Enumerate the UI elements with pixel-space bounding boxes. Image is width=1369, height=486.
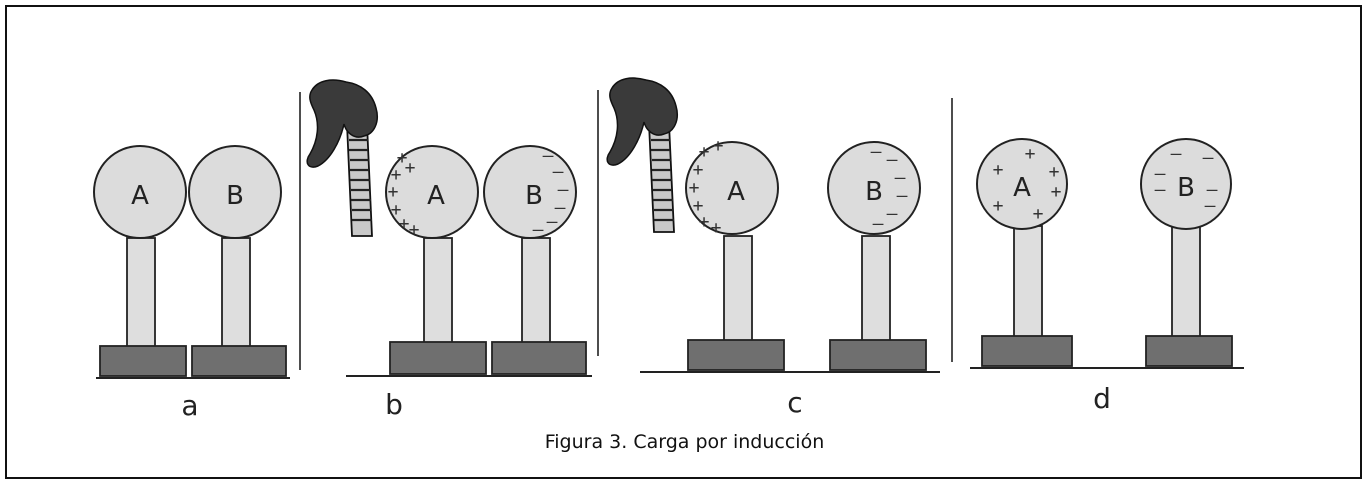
- base-a: [981, 335, 1073, 367]
- electroscope-a-post: [1013, 225, 1043, 339]
- electroscope-b-post: [861, 235, 891, 343]
- svg-text:–: –: [1155, 180, 1166, 201]
- panel-label-a: a: [181, 389, 198, 422]
- sphere-b: [1140, 138, 1232, 230]
- svg-text:–: –: [1203, 148, 1214, 169]
- svg-text:–: –: [895, 168, 906, 189]
- svg-text:+: +: [397, 148, 408, 169]
- electroscope-b-post: [521, 237, 551, 349]
- svg-text:+: +: [405, 158, 416, 179]
- base-b: [1145, 335, 1233, 367]
- panel-b: A B + + + + + + + – – – – – – b: [306, 79, 592, 421]
- svg-text:–: –: [887, 150, 898, 171]
- sphere-a: [385, 145, 479, 239]
- sphere-a-letter: A: [427, 181, 445, 211]
- svg-text:+: +: [1033, 204, 1044, 225]
- sphere-a: [93, 145, 187, 239]
- positive-charges: + + + + + + +: [388, 148, 420, 241]
- sphere-b-letter: B: [226, 181, 244, 211]
- svg-text:–: –: [543, 146, 554, 167]
- base-a: [389, 341, 487, 375]
- base-b: [829, 339, 927, 371]
- electroscope-a-post: [423, 237, 453, 349]
- electroscope-b-post: [221, 237, 251, 349]
- svg-text:–: –: [558, 180, 569, 201]
- svg-text:+: +: [711, 218, 722, 239]
- electroscope-a-post: [126, 237, 156, 349]
- svg-text:+: +: [699, 212, 710, 233]
- panel-c: A B + + + + + + + – – – – – – c: [606, 77, 940, 419]
- panel-a: A B a: [93, 145, 290, 422]
- electroscope-b-post: [1171, 225, 1201, 339]
- negative-charges: – – – – – –: [871, 142, 908, 235]
- base-b: [491, 341, 587, 375]
- svg-text:–: –: [871, 142, 882, 163]
- svg-text:–: –: [533, 220, 544, 241]
- hand-icon: [606, 77, 678, 166]
- svg-text:–: –: [873, 214, 884, 235]
- sphere-a-letter: A: [1013, 173, 1031, 203]
- hand-icon: [306, 79, 378, 168]
- svg-text:–: –: [555, 198, 566, 219]
- svg-text:–: –: [897, 186, 908, 207]
- sphere-b: [483, 145, 577, 239]
- svg-text:+: +: [689, 178, 700, 199]
- negative-charges: – – – – – –: [1155, 144, 1218, 217]
- svg-text:+: +: [1051, 182, 1062, 203]
- sphere-b-letter: B: [865, 177, 883, 207]
- positive-charges: + + + + + + +: [689, 136, 724, 239]
- base-a: [99, 345, 187, 377]
- electroscope-a-post: [723, 235, 753, 343]
- svg-text:+: +: [409, 220, 420, 241]
- svg-text:–: –: [553, 162, 564, 183]
- negative-charges: – – – – – –: [533, 146, 569, 241]
- svg-text:+: +: [693, 160, 704, 181]
- svg-text:+: +: [713, 136, 724, 157]
- sphere-a-letter: A: [727, 177, 745, 207]
- sphere-b: [188, 145, 282, 239]
- panel-d: A B + + + + + + – – – – – – d: [970, 138, 1244, 415]
- sphere-a-letter: A: [131, 181, 149, 211]
- svg-text:+: +: [391, 165, 402, 186]
- panel-label-d: d: [1093, 382, 1111, 415]
- svg-text:–: –: [887, 204, 898, 225]
- svg-text:+: +: [399, 214, 410, 235]
- svg-text:+: +: [1025, 144, 1036, 165]
- svg-text:+: +: [391, 200, 402, 221]
- sphere-b-letter: B: [1177, 173, 1195, 203]
- svg-text:+: +: [388, 182, 399, 203]
- base-b: [191, 345, 287, 377]
- svg-text:–: –: [547, 212, 558, 233]
- sphere-b: [827, 141, 921, 235]
- sphere-a: [976, 138, 1068, 230]
- svg-text:+: +: [993, 196, 1004, 217]
- panel-label-b: b: [385, 388, 403, 421]
- svg-text:+: +: [993, 160, 1004, 181]
- positive-charges: + + + + + +: [993, 144, 1062, 225]
- svg-text:+: +: [693, 196, 704, 217]
- base-a: [687, 339, 785, 371]
- svg-text:+: +: [699, 142, 710, 163]
- figure-caption: Figura 3. Carga por inducción: [544, 431, 825, 453]
- svg-text:–: –: [1155, 164, 1166, 185]
- svg-text:–: –: [1171, 144, 1182, 165]
- svg-text:+: +: [1049, 162, 1060, 183]
- panel-label-c: c: [787, 386, 802, 419]
- sphere-b-letter: B: [525, 181, 543, 211]
- svg-text:–: –: [1207, 180, 1218, 201]
- sphere-a: [685, 141, 779, 235]
- svg-text:–: –: [1205, 196, 1216, 217]
